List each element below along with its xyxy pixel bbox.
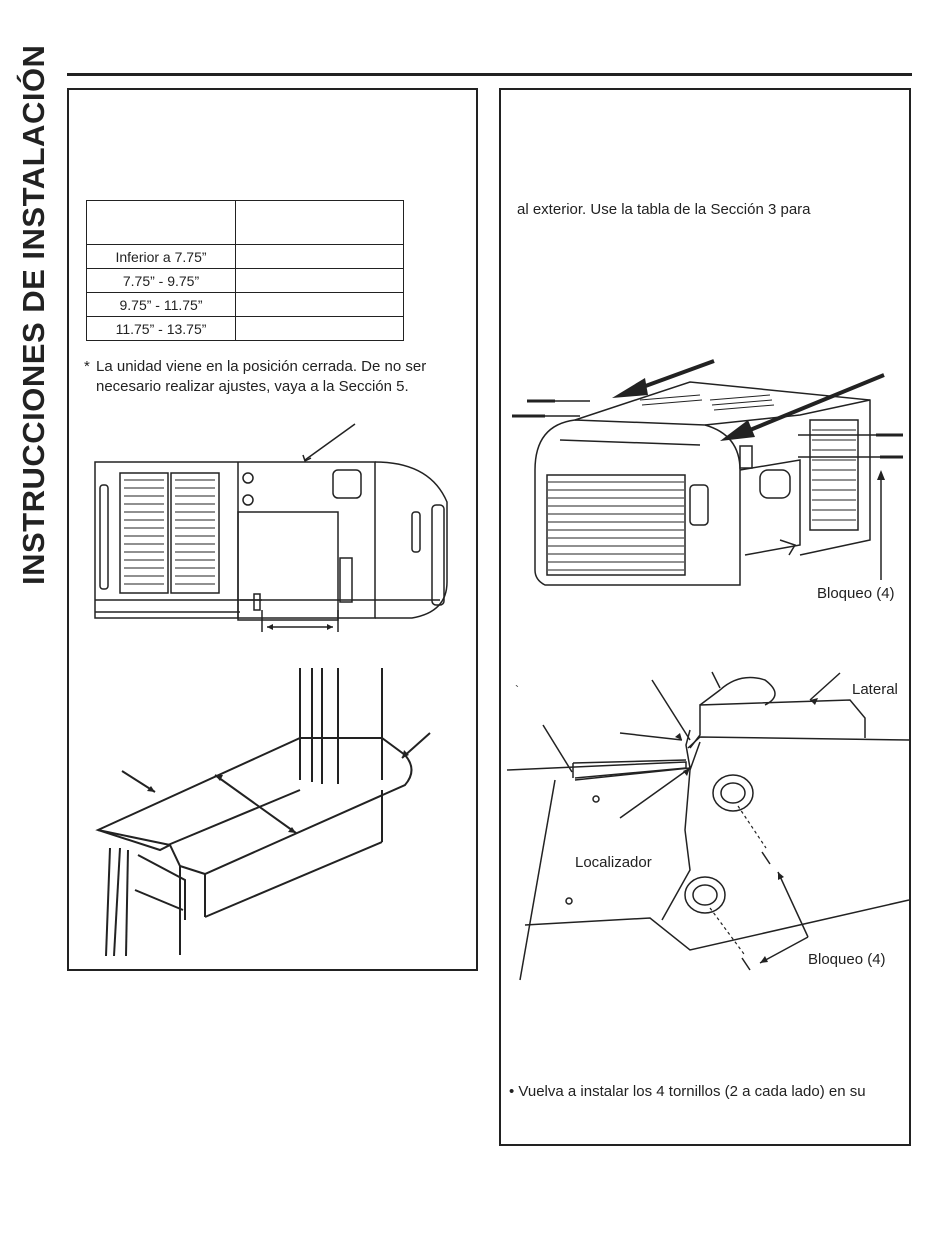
note-line: necesario realizar ajustes, vaya a la Se… (96, 378, 409, 395)
lock-label-top: Bloqueo (4) (817, 585, 895, 602)
table-header-row (86, 200, 404, 245)
exterior-instruction-text: al exterior. Use la tabla de la Sección … (517, 201, 811, 218)
left-panel (67, 88, 478, 971)
tick-mark: ` (515, 683, 519, 697)
note-asterisk: * (84, 358, 90, 375)
table-row: 7.75” - 9.75” (86, 268, 404, 293)
table-cell (235, 244, 404, 269)
locator-label: Localizador (575, 854, 652, 871)
reinstall-screws-bullet: • Vuelva a instalar los 4 tornillos (2 a… (509, 1083, 866, 1100)
lock-label-bottom: Bloqueo (4) (808, 951, 886, 968)
table-header-cell (235, 200, 404, 245)
table-cell: 11.75” - 13.75” (86, 316, 236, 341)
table-cell (235, 268, 404, 293)
adjustment-table: Inferior a 7.75” 7.75” - 9.75” 9.75” - 1… (86, 200, 404, 341)
table-cell (235, 316, 404, 341)
closed-position-note: * La unidad viene en la posición cerrada… (84, 357, 464, 397)
side-label: Lateral (852, 681, 898, 698)
table-header-cell (86, 200, 236, 245)
note-line: La unidad viene en la posición cerrada. … (96, 358, 427, 375)
right-panel (499, 88, 911, 1146)
header-rule (67, 73, 912, 76)
table-row: 11.75” - 13.75” (86, 316, 404, 341)
table-cell: 9.75” - 11.75” (86, 292, 236, 317)
